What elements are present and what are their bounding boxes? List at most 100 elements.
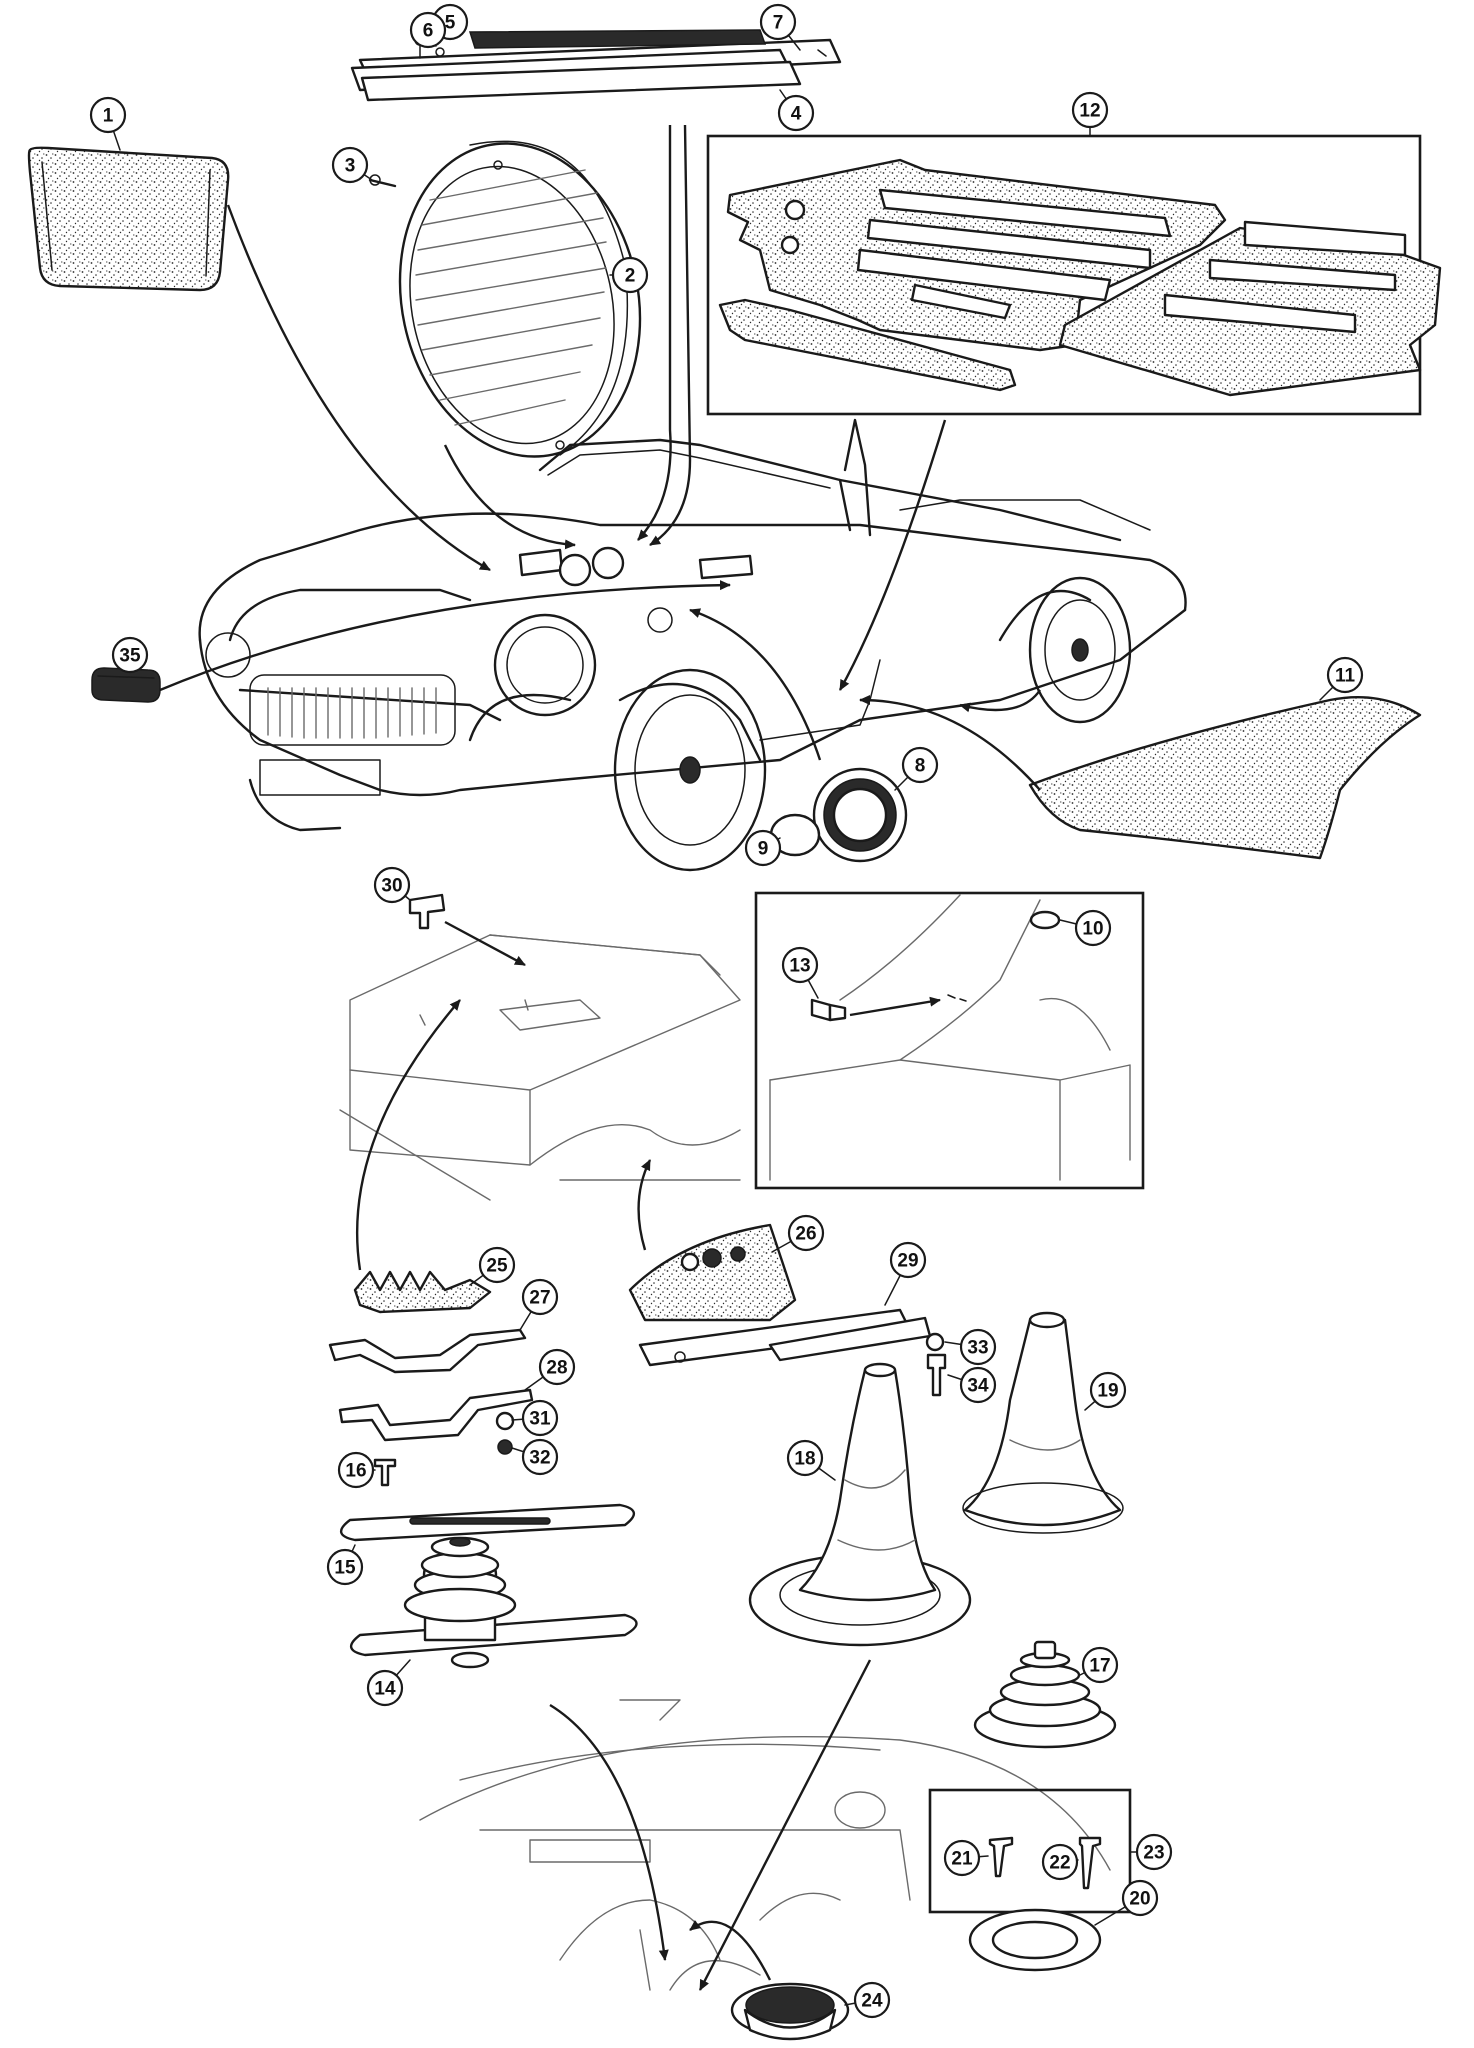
callout-circle-15 — [326, 1548, 364, 1586]
callout-circle-18 — [786, 1439, 824, 1477]
callout-circle-17 — [1081, 1646, 1119, 1684]
gaiter-plate-parts-14-15 — [340, 1503, 638, 1669]
callout-16: 16 — [337, 1451, 375, 1489]
callout-number-9: 9 — [758, 839, 769, 860]
callout-circle-34 — [959, 1366, 997, 1404]
callout-circle-24 — [853, 1981, 891, 2019]
callout-number-3: 3 — [345, 156, 356, 177]
callout-number-15: 15 — [334, 1558, 356, 1579]
callout-number-5: 5 — [445, 13, 456, 34]
callout-24: 24 — [853, 1981, 891, 2019]
floor-panels-box — [706, 134, 1442, 416]
callout-circle-7 — [759, 3, 797, 41]
callout-20: 20 — [1121, 1879, 1159, 1917]
callout-number-29: 29 — [897, 1251, 918, 1272]
callout-number-7: 7 — [773, 13, 784, 34]
callout-circle-3 — [331, 146, 369, 184]
interior-mirror-part — [27, 146, 230, 292]
bracket-parts-26-29 — [628, 1159, 947, 1397]
callout-number-1: 1 — [103, 106, 114, 127]
speaker-grille-part — [368, 140, 642, 458]
callout-30: 30 — [373, 866, 411, 904]
callout-circle-6 — [409, 11, 447, 49]
callout-number-24: 24 — [861, 1991, 883, 2012]
floor-mat-part-11 — [1028, 695, 1422, 860]
callout-number-28: 28 — [546, 1358, 567, 1379]
callout-number-30: 30 — [381, 876, 402, 897]
callout-number-22: 22 — [1049, 1853, 1070, 1874]
gaiter-part-17 — [973, 1640, 1117, 1749]
boot-area-illustration — [339, 934, 741, 1201]
callout-circle-25 — [478, 1246, 516, 1284]
callout-number-11: 11 — [1335, 666, 1356, 687]
bracket-parts-25-27-28 — [328, 999, 534, 1487]
car-body-illustration — [198, 418, 1187, 872]
callout-32: 32 — [521, 1438, 559, 1476]
callout-number-19: 19 — [1097, 1381, 1118, 1402]
callout-22: 22 — [1041, 1843, 1079, 1881]
callout-1: 1 — [89, 96, 127, 134]
callout-15: 15 — [326, 1548, 364, 1586]
grommet-part-24 — [730, 1982, 850, 2041]
callout-21: 21 — [943, 1839, 981, 1877]
callout-number-8: 8 — [915, 756, 926, 777]
callout-number-17: 17 — [1089, 1656, 1110, 1677]
callout-31: 31 — [521, 1399, 559, 1437]
detail-inset-box — [754, 891, 1145, 1190]
callout-28: 28 — [538, 1348, 576, 1386]
callout-10: 10 — [1074, 909, 1112, 947]
callout-circle-16 — [337, 1451, 375, 1489]
callout-number-23: 23 — [1143, 1843, 1164, 1864]
callout-33: 33 — [959, 1328, 997, 1366]
callout-number-20: 20 — [1129, 1889, 1150, 1910]
callout-circle-1 — [89, 96, 127, 134]
callout-circle-9 — [744, 829, 782, 867]
callout-circle-33 — [959, 1328, 997, 1366]
callout-number-21: 21 — [951, 1849, 973, 1870]
ring-part-20 — [968, 1908, 1102, 1972]
callout-35: 35 — [111, 636, 149, 674]
callout-circle-2 — [611, 256, 649, 294]
callout-circle-27 — [521, 1278, 559, 1316]
callout-number-13: 13 — [789, 956, 810, 977]
callout-2: 2 — [611, 256, 649, 294]
callout-19: 19 — [1089, 1371, 1127, 1409]
callout-11: 11 — [1326, 656, 1364, 694]
callout-number-14: 14 — [374, 1679, 396, 1700]
callout-12: 12 — [1071, 91, 1109, 129]
callout-circle-13 — [781, 946, 819, 984]
callout-circle-28 — [538, 1348, 576, 1386]
callout-number-12: 12 — [1079, 101, 1100, 122]
callout-circle-20 — [1121, 1879, 1159, 1917]
assembly-arrows-top — [159, 124, 1041, 791]
callout-circle-29 — [889, 1241, 927, 1279]
callout-number-2: 2 — [625, 266, 636, 287]
callout-number-26: 26 — [795, 1224, 816, 1245]
callout-25: 25 — [478, 1246, 516, 1284]
callout-number-6: 6 — [423, 21, 434, 42]
callout-29: 29 — [889, 1241, 927, 1279]
clip-part-30 — [408, 893, 526, 967]
callout-circle-21 — [943, 1839, 981, 1877]
callout-7: 7 — [759, 3, 797, 41]
callout-circle-10 — [1074, 909, 1112, 947]
callout-number-16: 16 — [345, 1461, 366, 1482]
callout-circle-31 — [521, 1399, 559, 1437]
callout-number-32: 32 — [529, 1448, 550, 1469]
callout-number-18: 18 — [794, 1449, 815, 1470]
callout-number-27: 27 — [529, 1288, 550, 1309]
callout-number-10: 10 — [1082, 919, 1103, 940]
callout-circle-32 — [521, 1438, 559, 1476]
callout-number-34: 34 — [967, 1376, 989, 1397]
callout-3: 3 — [331, 146, 369, 184]
callout-number-33: 33 — [967, 1338, 988, 1359]
callout-number-4: 4 — [791, 104, 802, 125]
callout-circle-4 — [777, 94, 815, 132]
callout-9: 9 — [744, 829, 782, 867]
callout-circle-8 — [901, 746, 939, 784]
callout-circle-30 — [373, 866, 411, 904]
callout-circle-23 — [1135, 1833, 1173, 1871]
header-rail-plates — [350, 29, 842, 102]
